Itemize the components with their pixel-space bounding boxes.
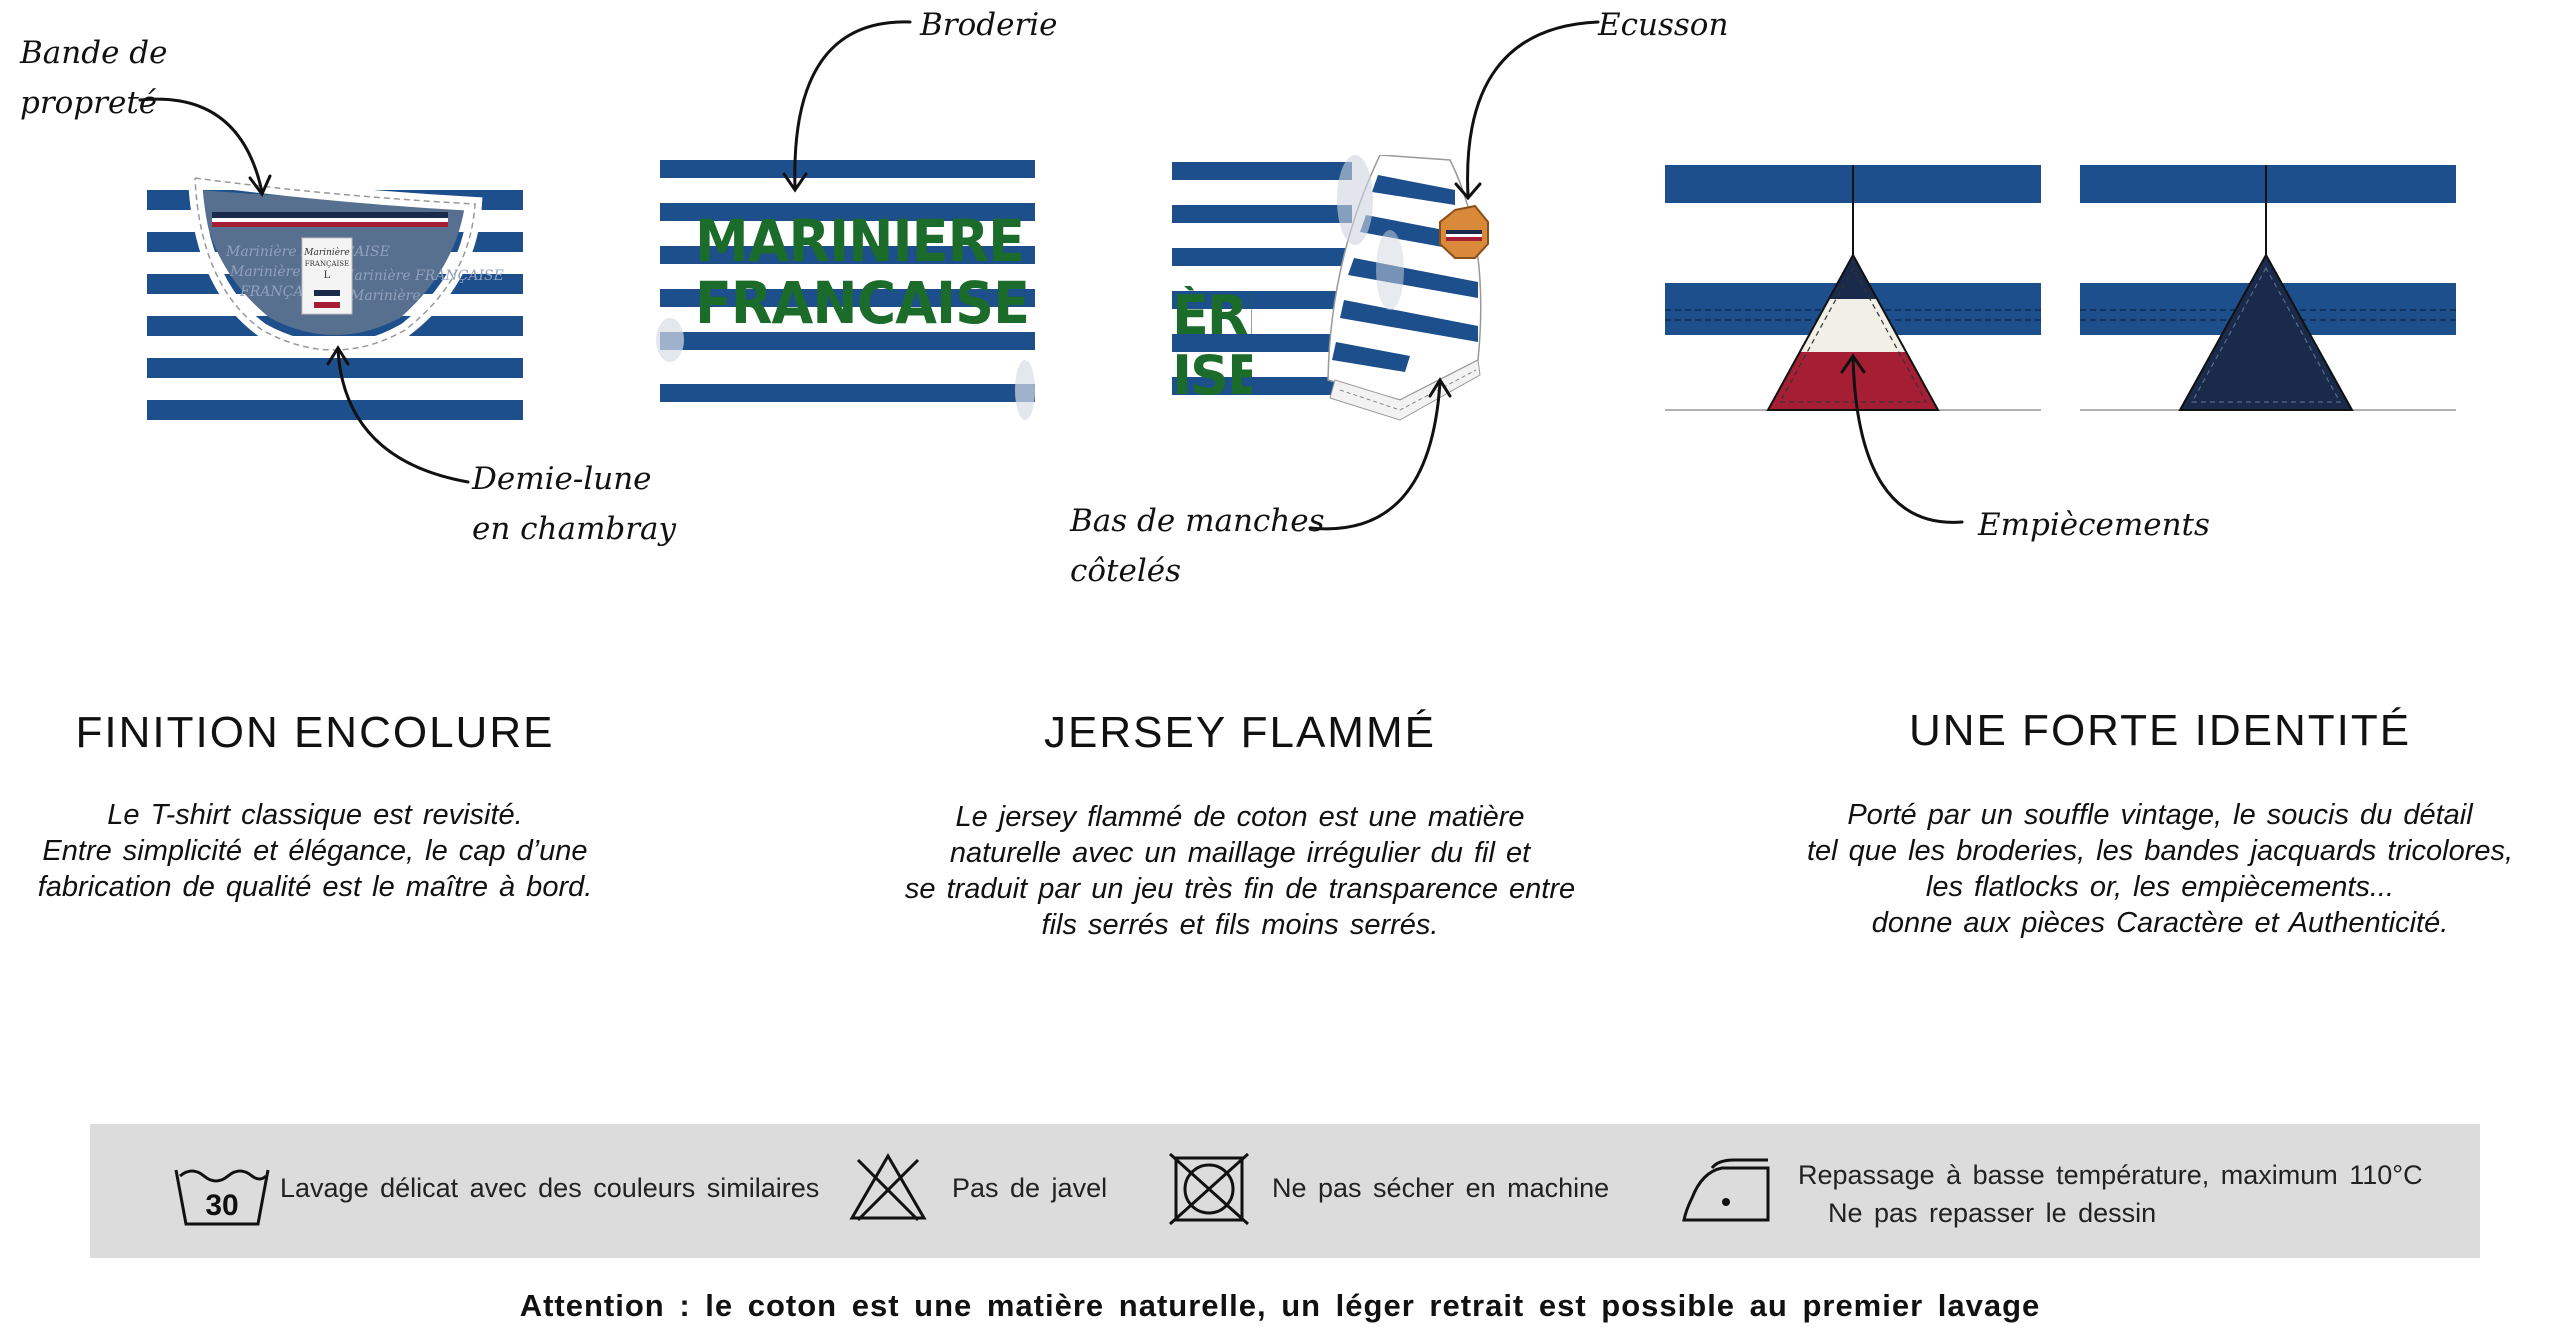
arrow-bande-proprete [138, 97, 264, 194]
label-empiecements: Empiècements [1978, 507, 2210, 543]
iron-low-icon [1682, 1158, 1770, 1222]
neck-label-size: L [323, 270, 331, 281]
label-broderie: Broderie [920, 7, 1058, 43]
tricolor-gusset [1766, 252, 1940, 411]
svg-text:Marinière FRANÇAISE: Marinière FRANÇAISE [339, 268, 504, 284]
arrow-demie-lune [336, 348, 470, 484]
wash-temperature: 30 [205, 1189, 239, 1222]
gusset-stripe-top-right [2080, 165, 2456, 203]
label-demie-lune: Demie-lune en chambray [472, 461, 677, 547]
label-bas-manches: Bas de manches côtelés [1070, 503, 1325, 589]
no-tumble-dry-icon [1168, 1152, 1250, 1226]
section-title: JERSEY FLAMMÉ [1044, 708, 1436, 757]
arrow-ecusson [1466, 20, 1600, 198]
neck-label-brand-sub: FRANÇAISE [304, 260, 350, 268]
no-bleach-icon [849, 1153, 927, 1222]
section-title: FINITION ENCOLURE [75, 708, 555, 757]
care-text-bleach: Pas de javel [952, 1173, 1108, 1203]
navy-gusset [2178, 252, 2354, 411]
label-ecusson: Ecusson [1598, 7, 1729, 43]
shrinkage-warning: Attention : le coton est une matière nat… [519, 1288, 2041, 1323]
arrow-broderie [793, 20, 912, 190]
sleeve-embroidery-line-1: ÈRE [1172, 286, 1252, 347]
embroidery-line-1: MARINIERE [695, 207, 1025, 275]
embroidery-line-2: FRANCAISE [695, 269, 1030, 337]
svg-text:Marinière: Marinière [349, 288, 421, 304]
care-text-iron-1: Repassage à basse température, maximum 1… [1798, 1160, 2423, 1190]
section-body: Le jersey flammé de coton est une matièr… [904, 801, 1576, 941]
arrow-bas-manches [1308, 380, 1442, 531]
section-title: UNE FORTE IDENTITÉ [1908, 706, 2412, 755]
arrow-empiecements [1851, 356, 1964, 524]
section-body: Porté par un souffle vintage, le soucis … [1806, 799, 2514, 939]
care-instructions-bar: 30 Lavage délicat avec des couleurs simi… [90, 1124, 2480, 1258]
section-body: Le T-shirt classique est revisité. Entre… [37, 799, 593, 903]
care-text-wash: Lavage délicat avec des couleurs similai… [280, 1173, 820, 1203]
svg-text:Marinière: Marinière [229, 264, 301, 280]
label-bande-proprete: Bande de propreté [20, 35, 168, 121]
sleeve-embroidery-line-2: ISE [1172, 344, 1252, 406]
sleeve-embroidery-text: ÈRE ISE [1172, 286, 1252, 406]
embroidery-text: MARINIERE FRANCAISE [695, 207, 1030, 337]
wash-30-icon [174, 1169, 270, 1226]
care-text-dry: Ne pas sécher en machine [1272, 1173, 1610, 1203]
care-text-iron-2: Ne pas repasser le dessin [1828, 1198, 2157, 1228]
neck-label-brand: Marinière [304, 248, 350, 258]
